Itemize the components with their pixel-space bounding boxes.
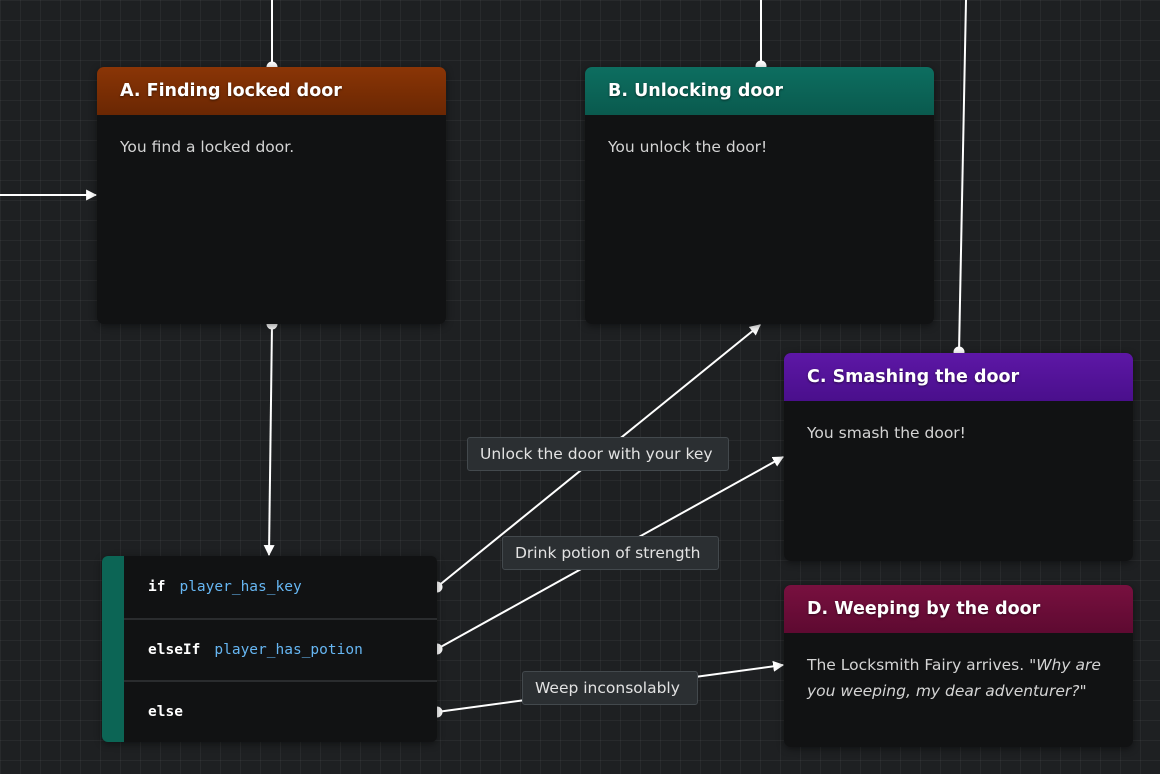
- branch-keyword: if: [148, 579, 166, 595]
- node-weeping-by-the-door[interactable]: D. Weeping by the door The Locksmith Fai…: [784, 585, 1133, 747]
- branch-keyword: elseIf: [148, 642, 201, 658]
- choice-label-unlock[interactable]: Unlock the door with your key: [467, 437, 729, 471]
- node-a-title: A. Finding locked door: [97, 67, 446, 115]
- branch-row-elseif[interactable]: elseIf player_has_potion: [124, 618, 437, 680]
- choice-label-drink-potion[interactable]: Drink potion of strength: [502, 536, 719, 570]
- branch-keyword: else: [148, 704, 183, 720]
- node-b-text: You unlock the door!: [608, 138, 768, 156]
- node-c-text: You smash the door!: [807, 424, 966, 442]
- node-finding-locked-door[interactable]: A. Finding locked door You find a locked…: [97, 67, 446, 324]
- node-d-text: The Locksmith Fairy arrives.: [807, 656, 1030, 674]
- branch-color-bar: [102, 556, 124, 742]
- node-smashing-the-door[interactable]: C. Smashing the door You smash the door!: [784, 353, 1133, 561]
- branch-row-else[interactable]: else: [124, 680, 437, 742]
- node-a-text: You find a locked door.: [120, 138, 295, 156]
- choice-label-weep[interactable]: Weep inconsolably: [522, 671, 698, 705]
- branch-variable: player_has_potion: [214, 642, 363, 658]
- condition-branch-node[interactable]: if player_has_key elseIf player_has_poti…: [102, 556, 437, 742]
- node-unlocking-door[interactable]: B. Unlocking door You unlock the door!: [585, 67, 934, 324]
- node-d-title: D. Weeping by the door: [784, 585, 1133, 633]
- node-d-body: The Locksmith Fairy arrives. "Why are yo…: [784, 633, 1133, 723]
- node-d-quote: "Why are you weeping, my dear adventurer…: [807, 656, 1101, 700]
- branch-variable: player_has_key: [179, 579, 302, 595]
- node-c-title: C. Smashing the door: [784, 353, 1133, 401]
- edge-incoming-top-c: [958, 0, 967, 353]
- node-b-title: B. Unlocking door: [585, 67, 934, 115]
- branch-row-if[interactable]: if player_has_key: [124, 556, 437, 618]
- edge-a-to-branch: [263, 323, 275, 557]
